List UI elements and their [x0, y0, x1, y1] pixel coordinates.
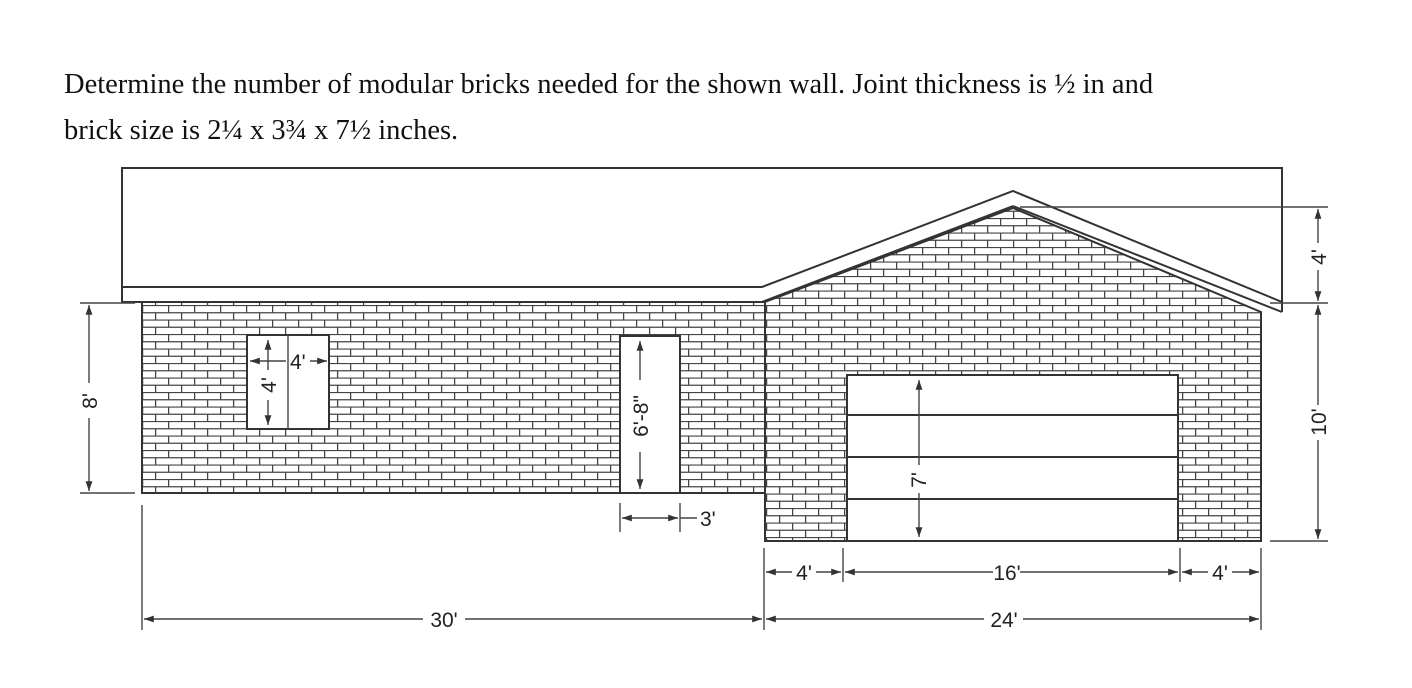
right-height-dimensions	[1270, 208, 1328, 542]
problem-line-2: brick size is 2¼ x 3¾ x 7½ inches.	[64, 115, 459, 146]
door-height-label: 6'-8"	[630, 395, 653, 437]
garage-wall-length-label: 24'	[990, 609, 1017, 632]
left-wall-length-label: 30'	[430, 609, 457, 632]
window-width-label: 4'	[290, 351, 306, 374]
problem-line-1: Determine the number of modular bricks n…	[64, 69, 1154, 100]
garage-door-height-label: 7'	[908, 472, 931, 488]
garage-door-width-label: 16'	[993, 562, 1020, 585]
door-width-dimension	[619, 503, 697, 532]
window-height-label: 4'	[258, 377, 281, 393]
entry-door	[619, 335, 681, 494]
left-pier-label: 4'	[796, 562, 812, 585]
bottom-dimensions	[141, 505, 1262, 630]
left-wall-height-dimension	[80, 302, 135, 494]
gable-height-label: 4'	[1308, 249, 1331, 265]
right-pier-label: 4'	[1212, 562, 1228, 585]
garage-door	[846, 374, 1179, 542]
garage-wall-height-label: 10'	[1308, 408, 1331, 435]
window	[246, 334, 330, 430]
problem-statement: Determine the number of modular bricks n…	[64, 62, 1364, 154]
door-width-label: 3'	[700, 508, 716, 531]
left-wall-height-label: 8'	[79, 393, 102, 409]
